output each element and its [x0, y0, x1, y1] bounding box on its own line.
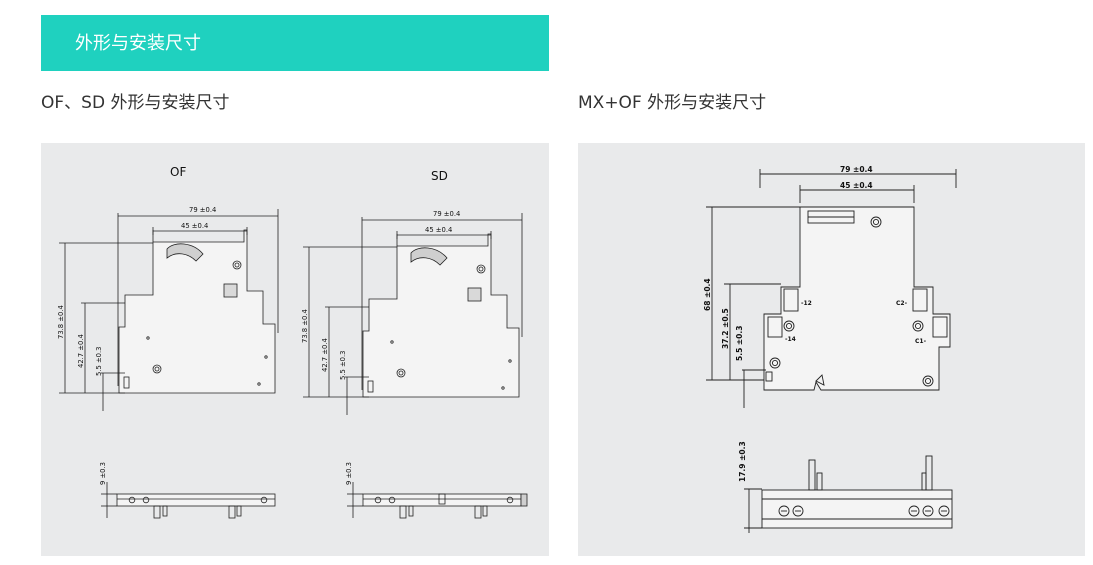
of-front-view: [59, 209, 279, 411]
terminal-c2-label: C2-: [896, 300, 908, 307]
sd-top-view: [347, 482, 528, 519]
sd-dim-height: 73.8 ±0.4: [301, 309, 309, 343]
of-top-view: [101, 482, 276, 519]
of-sd-technical-drawing: OF 79 ±0.4 45 ±0.4 73.8 ±0.4 42.7 ±0.4 5…: [57, 165, 528, 519]
of-dim-inner: 45 ±0.4: [181, 222, 208, 230]
caption-of-sd: OF、SD 外形与安装尺寸: [41, 93, 230, 113]
mx-of-dim-depth: 17.9 ±0.3: [738, 441, 747, 482]
section-header-title: 外形与安装尺寸: [75, 33, 201, 54]
of-dim-height: 73.8 ±0.4: [57, 305, 65, 339]
sd-label: SD: [431, 169, 448, 183]
of-sd-drawing-panel: OF 79 ±0.4 45 ±0.4 73.8 ±0.4 42.7 ±0.4 5…: [41, 143, 549, 556]
of-dim-low: 5.5 ±0.3: [95, 347, 103, 376]
of-label: OF: [170, 165, 186, 179]
mx-of-dim-mid: 37.2 ±0.5: [721, 308, 730, 349]
of-dim-width: 79 ±0.4: [189, 206, 216, 214]
of-dim-depth: 9 ±0.3: [99, 462, 107, 485]
sd-dim-depth: 9 ±0.3: [345, 462, 353, 485]
sd-front-view: [303, 213, 523, 415]
sd-dim-mid: 42.7 ±0.4: [321, 338, 329, 372]
section-header-banner: 外形与安装尺寸: [41, 15, 549, 71]
mx-of-dim-height: 68 ±0.4: [703, 278, 712, 311]
mx-of-dim-width: 79 ±0.4: [840, 165, 873, 174]
terminal-12-label: -12: [801, 300, 812, 307]
mx-of-drawing-panel: 79 ±0.4 45 ±0.4 68 ±0.4 37.2 ±0.5 5.5 ±0…: [578, 143, 1085, 556]
mx-of-top-view: [744, 455, 953, 533]
mx-of-dim-low: 5.5 ±0.3: [735, 326, 744, 361]
mx-of-dim-inner: 45 ±0.4: [840, 181, 873, 190]
mx-of-front-view: [706, 169, 957, 408]
mx-of-technical-drawing: 79 ±0.4 45 ±0.4 68 ±0.4 37.2 ±0.5 5.5 ±0…: [703, 165, 957, 533]
sd-dim-low: 5.5 ±0.3: [339, 351, 347, 380]
of-dim-mid: 42.7 ±0.4: [77, 334, 85, 368]
sd-dim-width: 79 ±0.4: [433, 210, 460, 218]
caption-mx-of: MX+OF 外形与安装尺寸: [578, 93, 767, 113]
terminal-c1-label: C1-: [915, 338, 927, 345]
sd-dim-inner: 45 ±0.4: [425, 226, 452, 234]
terminal-14-label: -14: [785, 336, 796, 343]
